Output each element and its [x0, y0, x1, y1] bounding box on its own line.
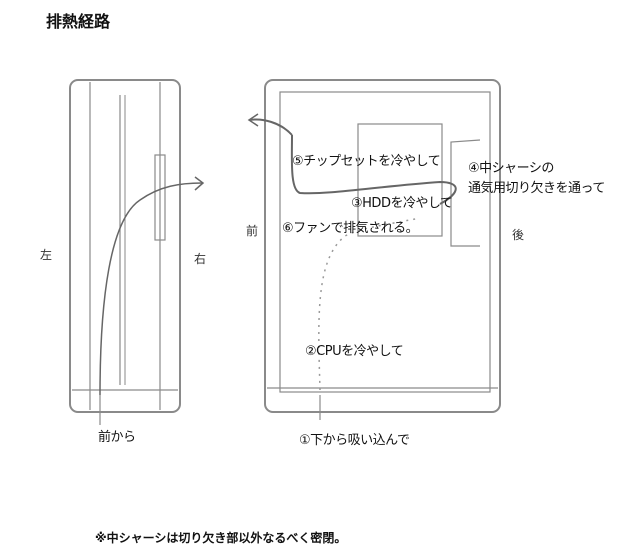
step-5: ⑤チップセットを冷やして	[292, 154, 441, 169]
step-2: ②CPUを冷やして	[305, 344, 404, 359]
mid-chassis-cutout	[450, 139, 481, 247]
diagram-title: 排熱経路	[46, 12, 111, 31]
step-4-line2: 通気用切り欠きを通って	[468, 181, 605, 196]
top-view-case	[264, 79, 501, 413]
step-3: ③HDDを冷やして	[351, 196, 453, 211]
step-4-line1: ④中シャーシの	[468, 161, 554, 176]
hdd-block	[357, 123, 443, 237]
step-1: ①下から吸い込んで	[299, 433, 410, 448]
label-left: 左	[40, 248, 52, 262]
footnote: ※中シャーシは切り欠き部以外なるべく密閉。	[95, 531, 347, 545]
side-airflow-arrow	[99, 182, 203, 396]
label-back: 後	[512, 228, 524, 242]
label-front: 前	[246, 224, 258, 238]
top-airflow-path	[290, 134, 457, 205]
label-from-front: 前から	[98, 430, 136, 445]
step-6: ⑥ファンで排気される。	[282, 221, 419, 236]
label-right: 右	[194, 252, 206, 266]
side-view-case	[69, 79, 181, 413]
